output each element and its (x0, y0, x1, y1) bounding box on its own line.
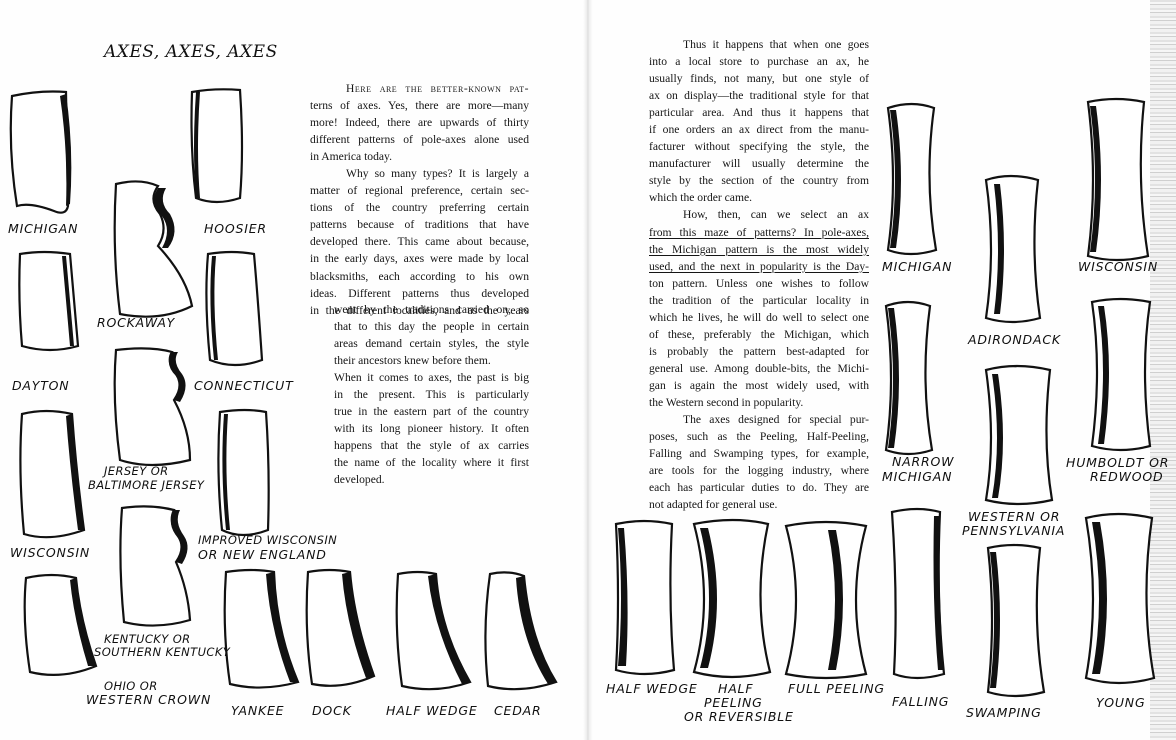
text-line: used, and the next in popularity is the … (649, 259, 869, 273)
text-line: ax on display—the traditional style for … (649, 89, 869, 103)
text-line: the name of the locality where it first (334, 456, 529, 470)
text-line: if one orders an ax direct from the manu… (649, 123, 869, 137)
label-pennsylvania: PENNSYLVANIA (962, 523, 1066, 538)
label-narrow: NARROW (892, 454, 955, 469)
label-falling: FALLING (892, 694, 950, 709)
label-kentucky: KENTUCKY OR (104, 632, 191, 646)
text-line: poses, such as the Peeling, Half-Peeling… (649, 430, 869, 444)
text-line: the tradition of the particular locality… (649, 293, 869, 307)
label-western-crown: WESTERN CROWN (86, 692, 212, 707)
text-line: happens that the style of ax carries (334, 439, 529, 453)
text-line: different patterns of pole-axes alone us… (310, 133, 529, 147)
label-dock: DOCK (312, 703, 352, 718)
text-line: matter of regional preference, certain s… (310, 184, 529, 198)
page-title: AXES, AXES, AXES (104, 42, 278, 62)
text-line: ton pattern. Unless one wishes to follow (649, 276, 869, 290)
text-line: Here are the better-known pat- (346, 82, 529, 95)
label-cedar: CEDAR (494, 703, 542, 718)
label-redwood: REDWOOD (1090, 469, 1164, 484)
text-line: style by the section of the country from (649, 174, 869, 188)
text-line: facturer without specifying the style, t… (649, 140, 869, 154)
text-line: tions of the country preferring certain (310, 201, 529, 215)
text-line: went by the traditions carried on, so (334, 303, 529, 316)
text-line: blacksmiths, each according to his own (310, 269, 529, 283)
text-line: which he lives, he will do well to selec… (649, 310, 869, 324)
left-text-block: Here are the better-known pat- terns of … (310, 80, 529, 319)
label-young: YOUNG (1096, 695, 1146, 710)
label-full-peeling: FULL PEELING (788, 681, 885, 696)
text-line: How, then, can we select an ax (683, 208, 869, 222)
text-line: which the order came. (649, 191, 753, 205)
text-line: true in the eastern part of the country (334, 405, 529, 419)
label-humboldt: HUMBOLDT OR (1066, 455, 1170, 470)
text-line: terns of axes. Yes, there are more—many (310, 99, 529, 113)
text-line: each has particular duties to do. They a… (649, 481, 869, 495)
text-line: is probably the pattern best-adapted for (649, 344, 869, 358)
text-line: more! Indeed, there are upwards of thirt… (310, 116, 529, 130)
text-line: the Western second in popularity. (649, 395, 804, 409)
page-edge (1150, 0, 1176, 740)
label-connecticut: CONNECTICUT (194, 378, 294, 393)
text-line: particular area. And thus it happens tha… (649, 106, 869, 120)
label-dayton: DAYTON (12, 378, 70, 393)
text-line: with its long pioneer history. It often (334, 422, 529, 436)
text-line: are tools for the logging industry, wher… (649, 464, 869, 478)
text-line: their ancestors knew before them. (334, 354, 491, 368)
label-peeling: PEELING (704, 695, 763, 710)
text-line: developed. (334, 473, 385, 487)
text-line: from this maze of patterns? In pole-axes… (649, 225, 869, 239)
label-southern-kentucky: SOUTHERN KENTUCKY (94, 645, 231, 659)
label-michigan-double: MICHIGAN (882, 259, 953, 274)
text-line: gan is again the most widely used, with (649, 378, 869, 392)
label-half: HALF (718, 681, 754, 696)
left-text-block-narrow: went by the traditions carried on, so th… (334, 301, 529, 489)
text-line: Thus it happens that when one goes (683, 38, 869, 51)
label-rockaway: ROCKAWAY (97, 315, 176, 330)
label-hoosier: HOOSIER (204, 221, 267, 236)
label-jersey: JERSEY OR (104, 464, 169, 478)
text-line: the Michigan pattern is the most widely (649, 242, 869, 256)
text-line: in the different localities, and as the … (310, 303, 529, 317)
label-ohio: OHIO OR (104, 679, 158, 693)
label-half-wedge-left: HALF WEDGE (386, 703, 478, 718)
label-or-reversible: OR REVERSIBLE (684, 709, 794, 724)
text-line: into a local store to purchase an ax, he (649, 55, 869, 69)
text-line: manufacturer will usually determine the (649, 157, 869, 171)
label-improved-wisconsin: IMPROVED WISCONSIN (198, 533, 338, 547)
text-line: in the present. This is particularly (334, 388, 529, 402)
label-new-england: OR NEW ENGLAND (198, 547, 327, 562)
text-line: of these, preferably the Michigan, which (649, 327, 869, 341)
text-line: not adapted for general use. (649, 498, 778, 512)
label-swamping: SWAMPING (966, 705, 1042, 720)
text-line: general use. Among double-bits, the Mich… (649, 361, 869, 375)
book-gutter (583, 0, 593, 740)
label-michigan: MICHIGAN (8, 221, 79, 236)
label-narrow-michigan: MICHIGAN (882, 469, 953, 484)
text-line: developed there. This came about because… (310, 235, 529, 249)
text-line: areas demand certain styles, the style (334, 337, 529, 351)
text-line: When it comes to axes, the past is big (334, 371, 529, 385)
text-line: The axes designed for special pur- (683, 413, 869, 427)
text-line: patterns because of traditions that have (310, 218, 529, 232)
right-text-block: Thus it happens that when one goes into … (649, 36, 869, 513)
text-line: Falling and Swamping types, for example, (649, 447, 869, 461)
text-line: Why so many types? It is largely a (346, 167, 529, 181)
text-line: in America today. (310, 150, 392, 164)
label-wisconsin: WISCONSIN (10, 545, 91, 560)
label-western: WESTERN OR (968, 509, 1061, 524)
label-half-wedge-double: HALF WEDGE (606, 681, 698, 696)
text-line: in the early days, axes were made by loc… (310, 252, 529, 266)
label-wisconsin-double: WISCONSIN (1078, 259, 1159, 274)
text-line: ideas. Different patterns thus developed (310, 286, 529, 300)
right-page (588, 0, 1176, 740)
label-adirondack: ADIRONDACK (968, 332, 1061, 347)
text-line: usually finds, not many, but one style o… (649, 72, 869, 86)
label-yankee: YANKEE (231, 703, 285, 718)
label-baltimore-jersey: BALTIMORE JERSEY (88, 478, 205, 492)
text-line: that to this day the people in certain (334, 320, 529, 334)
